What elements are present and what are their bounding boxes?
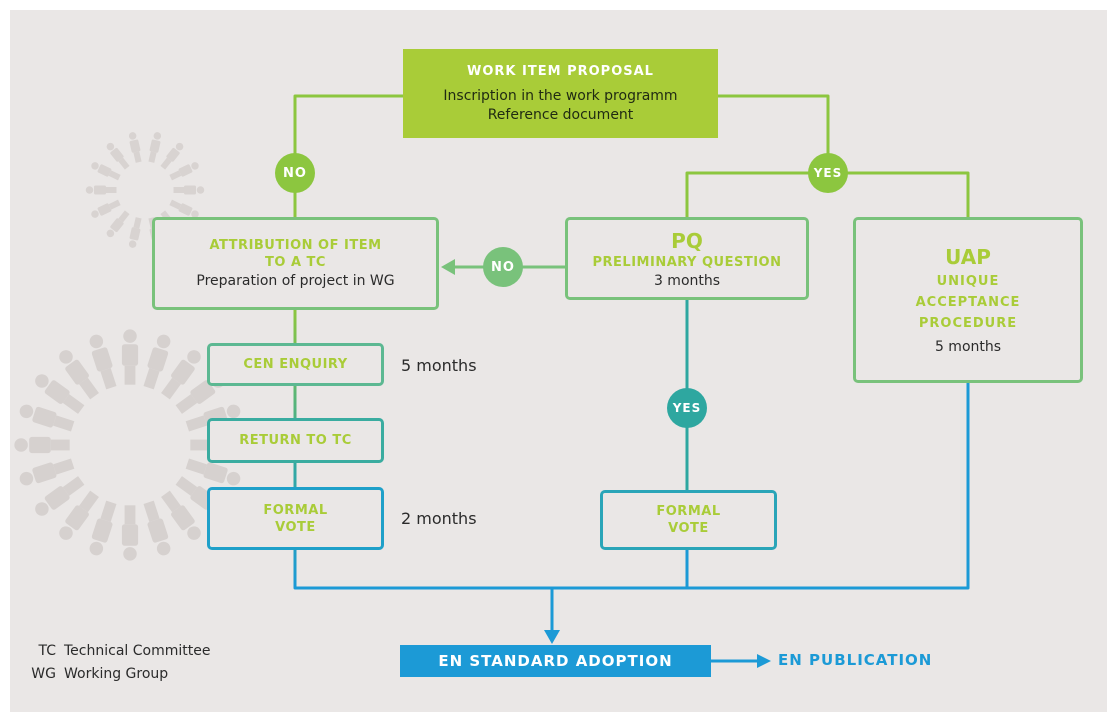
connector-proposal-no <box>293 94 403 222</box>
cen-enquiry-label: CEN ENQUIRY <box>243 357 348 372</box>
person-icon <box>106 210 130 238</box>
pq-box: PQ PRELIMINARY QUESTION 3 months <box>565 217 809 300</box>
person-icon <box>128 217 142 248</box>
person-icon <box>185 458 241 486</box>
person-icon <box>161 350 201 400</box>
legend-text-tc: Technical Committee <box>64 643 211 659</box>
return-to-tc-label: RETURN TO TC <box>239 433 352 448</box>
attribution-title-2: TO A TC <box>265 255 326 270</box>
connector-left-column <box>293 310 552 590</box>
work-item-proposal-box: WORK ITEM PROPOSAL Inscription in the wo… <box>403 49 718 138</box>
uap-title: UAP <box>945 245 991 269</box>
person-icon <box>19 458 75 486</box>
cen-enquiry-duration: 5 months <box>401 356 477 375</box>
person-icon <box>173 185 205 195</box>
person-icon <box>89 334 117 390</box>
formal-vote-right-line-2: VOTE <box>668 521 709 536</box>
formal-vote-right-line-1: FORMAL <box>656 504 721 519</box>
yes-badge-right: YES <box>808 153 848 193</box>
pq-title: PQ <box>671 228 703 253</box>
attribution-line: Preparation of project in WG <box>196 273 395 289</box>
person-icon <box>19 404 75 432</box>
arrowhead-down <box>544 630 560 644</box>
person-icon <box>85 185 117 195</box>
legend-abbr-wg: WG <box>31 666 56 682</box>
proposal-title: WORK ITEM PROPOSAL <box>467 64 654 79</box>
connector-right-vote <box>552 550 689 590</box>
person-icon <box>143 334 171 390</box>
person-icon <box>128 132 142 163</box>
connector-uap <box>552 383 970 590</box>
pq-subtitle: PRELIMINARY QUESTION <box>592 254 782 270</box>
formal-vote-right-box: FORMAL VOTE <box>600 490 777 550</box>
uap-duration: 5 months <box>934 339 1002 355</box>
person-icon <box>160 142 184 170</box>
person-icon <box>59 490 99 540</box>
no-badge-left: NO <box>275 153 315 193</box>
person-icon <box>14 436 70 454</box>
formal-vote-left-duration: 2 months <box>401 509 477 528</box>
attribution-box: ATTRIBUTION OF ITEM TO A TC Preparation … <box>152 217 439 310</box>
proposal-line-1: Inscription in the work programm <box>443 88 678 104</box>
no-badge-middle: NO <box>483 247 523 287</box>
person-icon <box>59 350 99 400</box>
person-icon <box>35 476 85 516</box>
person-icon <box>35 374 85 414</box>
formal-vote-left-line-1: FORMAL <box>263 502 328 518</box>
attribution-title-1: ATTRIBUTION OF ITEM <box>209 238 382 253</box>
person-icon <box>121 505 139 561</box>
person-icon <box>91 162 121 181</box>
person-icon <box>106 142 130 170</box>
person-icon <box>169 199 199 218</box>
person-icon <box>91 199 121 218</box>
uap-line-2: ACCEPTANCE <box>915 295 1021 310</box>
en-standard-adoption-box: EN STANDARD ADOPTION <box>400 645 711 677</box>
formal-vote-left-line-2: VOTE <box>275 519 316 535</box>
arrowhead-left <box>441 259 455 275</box>
legend-abbr-tc: TC <box>38 643 56 659</box>
return-to-tc-box: RETURN TO TC <box>207 418 384 463</box>
formal-vote-left-box: FORMAL VOTE <box>207 487 384 550</box>
arrowhead-right <box>757 654 771 668</box>
person-icon <box>148 132 162 163</box>
person-icon <box>169 162 199 181</box>
person-icon <box>89 500 117 556</box>
en-publication-label: EN PUBLICATION <box>778 651 933 669</box>
person-icon <box>121 329 139 385</box>
legend-row-wg: WG Working Group <box>28 666 168 682</box>
uap-box: UAP UNIQUE ACCEPTANCE PROCEDURE 5 months <box>853 217 1083 383</box>
person-icon <box>143 500 171 556</box>
legend-row-tc: TC Technical Committee <box>28 643 210 659</box>
proposal-line-2: Reference document <box>487 107 634 123</box>
pq-duration: 3 months <box>653 272 721 289</box>
yes-badge-pq: YES <box>667 388 707 428</box>
person-icon <box>161 490 201 540</box>
connector-proposal-yes <box>718 94 830 173</box>
legend-text-wg: Working Group <box>64 666 169 682</box>
uap-line-1: UNIQUE <box>936 274 1000 289</box>
uap-line-3: PROCEDURE <box>918 316 1018 331</box>
cen-enquiry-box: CEN ENQUIRY <box>207 343 384 386</box>
